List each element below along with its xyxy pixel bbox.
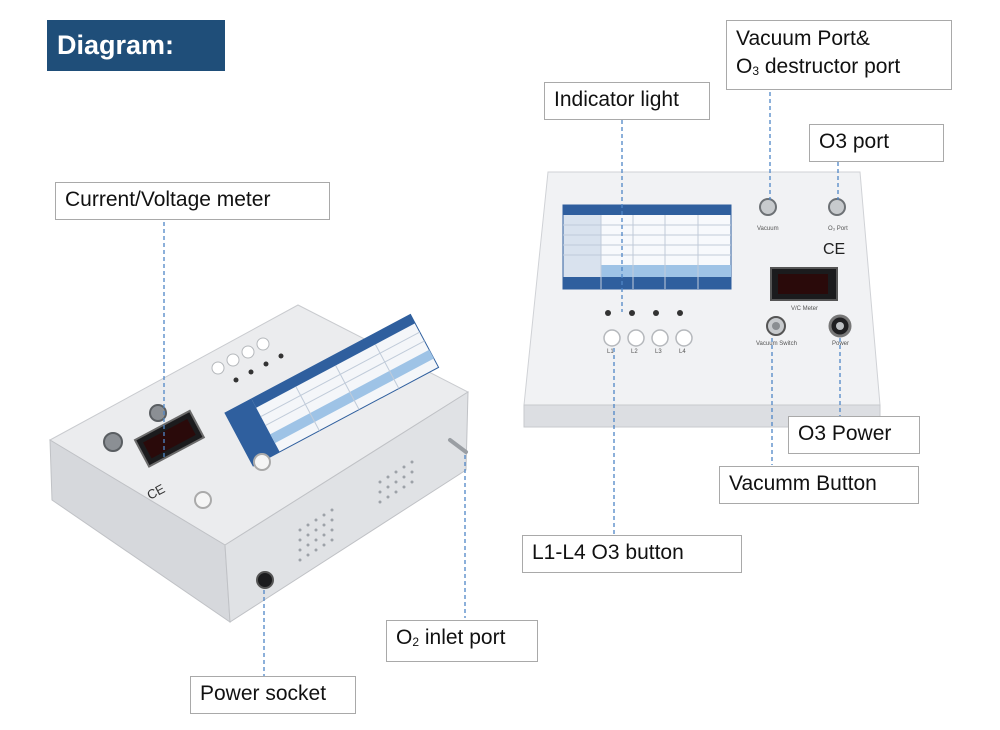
indicator-light-icon: [233, 377, 239, 383]
right-device: Vacuum O₃ Port CE V/C Meter L1 L2 L3 L4 …: [523, 171, 881, 428]
o3-port-label: O₃ Port: [828, 226, 848, 232]
vacuum-port-label: Vacuum: [757, 226, 779, 232]
ce-mark: CE: [823, 241, 845, 258]
o2-subscript: 2: [412, 635, 420, 649]
button-label-l2: L2: [631, 349, 638, 355]
callout-indicator-light: Indicator light: [544, 82, 710, 120]
knob-icon: [149, 404, 167, 422]
callout-vacuum-port: Vacuum Port& O3 destructor port: [726, 20, 952, 90]
l3-button-icon: [651, 329, 669, 347]
vacuum-knob-icon: [253, 453, 271, 471]
vent-grille: [298, 460, 414, 562]
o3-suffix: destructor port: [759, 55, 901, 78]
power-socket-icon: [256, 571, 274, 589]
vc-meter-label: V/C Meter: [791, 306, 818, 312]
leader-lines: [163, 92, 841, 676]
l2-button-icon: [627, 329, 645, 347]
vacuum-port-line1: Vacuum Port&: [736, 27, 870, 50]
knob-icon: [194, 491, 212, 509]
callout-o3-power: O3 Power: [788, 416, 920, 454]
indicator-light-icon: [263, 361, 269, 367]
left-device: CE: [48, 304, 470, 623]
o3-button-icon: [211, 361, 225, 375]
indicator-light-icon: [248, 369, 254, 375]
o3-port-icon: [828, 198, 846, 216]
o2-suffix: inlet port: [419, 626, 506, 649]
indicator-light-icon: [629, 310, 635, 316]
vacuum-port-line2: O3 destructor port: [736, 53, 942, 85]
o2-inlet-nozzle-icon: [448, 438, 468, 454]
o3-button-icon: [256, 337, 270, 351]
callout-power-socket: Power socket: [190, 676, 356, 714]
o3-power-center: [836, 322, 844, 330]
o3-prefix: O: [736, 55, 753, 78]
indicator-light-icon: [605, 310, 611, 316]
indicator-light-icon: [278, 353, 284, 359]
concentration-table: [224, 313, 440, 467]
callout-current-voltage-meter: Current/Voltage meter: [55, 182, 330, 220]
l4-button-icon: [675, 329, 693, 347]
power-label: Power: [832, 341, 849, 347]
o2-prefix: O: [396, 626, 413, 649]
indicator-light-icon: [677, 310, 683, 316]
o3-button-icon: [241, 345, 255, 359]
button-label-l4: L4: [679, 349, 686, 355]
callout-vacuum-button: Vacumm Button: [719, 466, 919, 504]
vacuum-switch-center: [772, 322, 780, 330]
o3-subscript: 3: [752, 64, 760, 78]
voltage-meter-screen: [778, 274, 828, 294]
callout-l1-l4-button: L1-L4 O3 button: [522, 535, 742, 573]
o3-button-icon: [226, 353, 240, 367]
callout-o3-port: O3 port: [809, 124, 944, 162]
callout-o2-inlet-port: O2 inlet port: [386, 620, 538, 662]
vacuum-port-icon: [759, 198, 777, 216]
l1-button-icon: [603, 329, 621, 347]
vacuum-switch-label: Vacuum Switch: [756, 341, 797, 347]
concentration-table: [562, 204, 732, 290]
power-knob-icon: [103, 432, 123, 452]
page-title: Diagram:: [47, 20, 225, 71]
button-label-l3: L3: [655, 349, 662, 355]
voltage-meter-display: [133, 409, 206, 468]
indicator-light-icon: [653, 310, 659, 316]
button-label-l1: L1: [607, 349, 614, 355]
